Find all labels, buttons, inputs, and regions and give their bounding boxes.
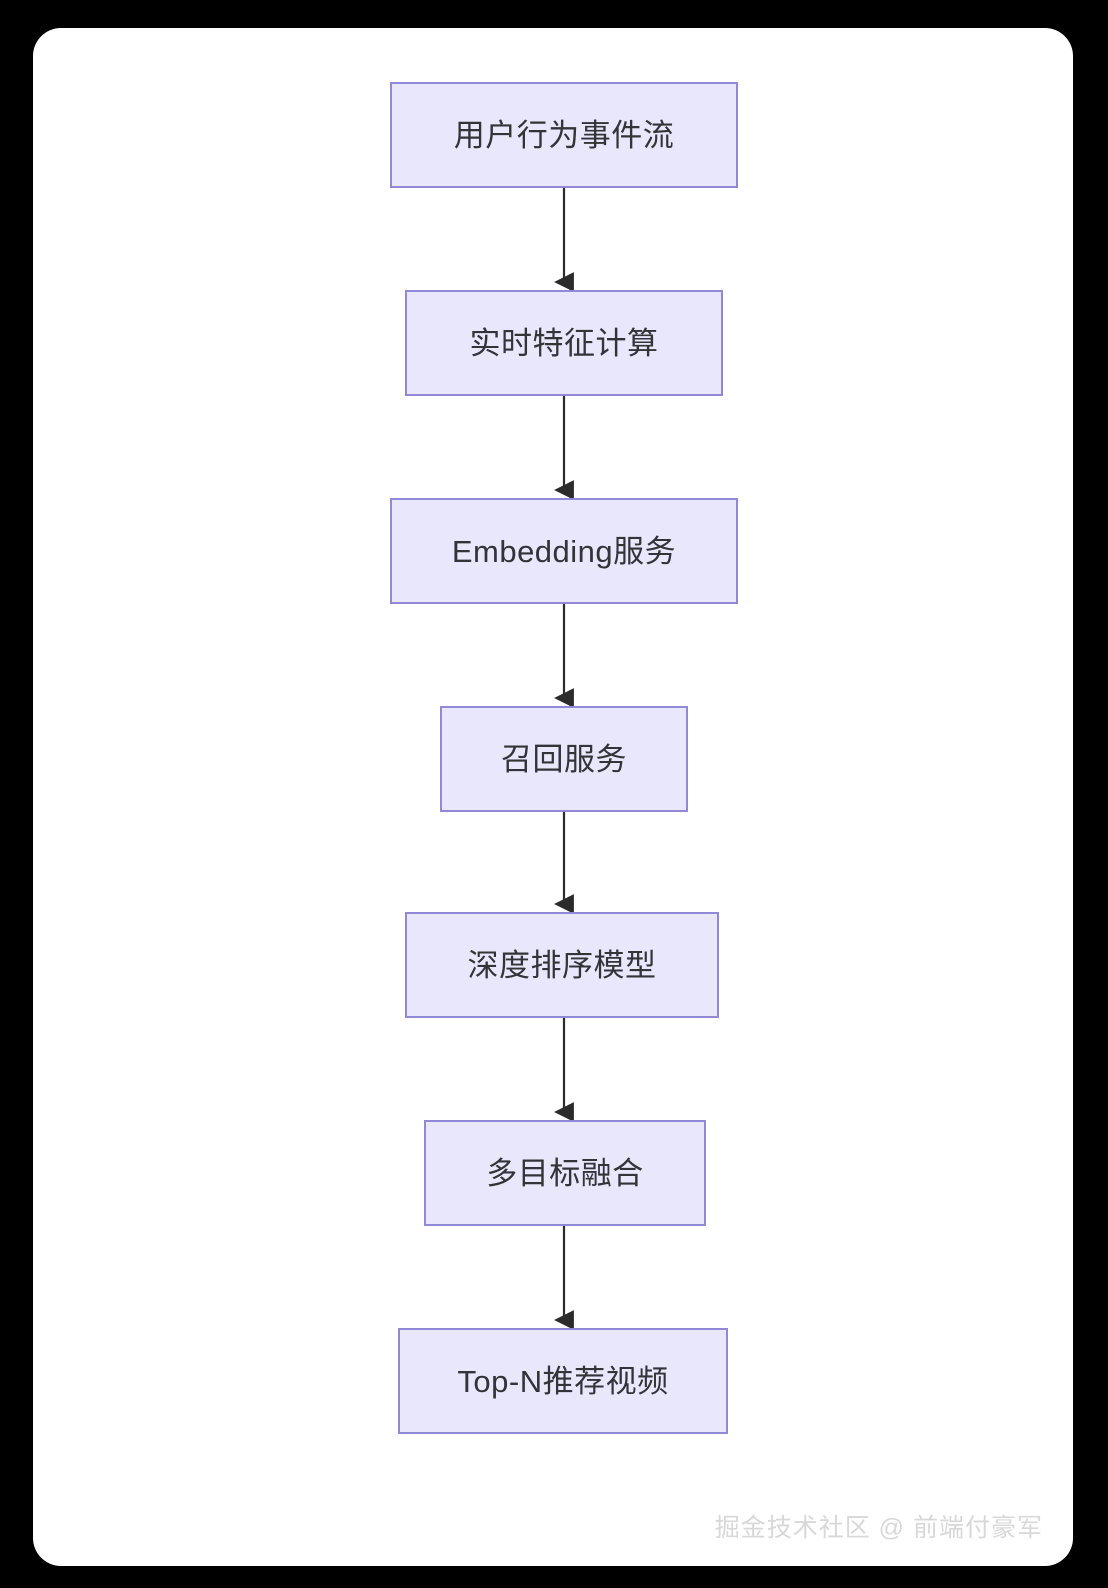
flow-node-topn-recommended-videos[interactable]: Top-N推荐视频 <box>398 1328 728 1434</box>
flow-node-label: 召回服务 <box>501 741 627 777</box>
watermark: 掘金技术社区 @ 前端付豪军 <box>714 1514 1043 1542</box>
flow-node-user-behavior-event-stream[interactable]: 用户行为事件流 <box>390 82 738 188</box>
flow-node-embedding-service[interactable]: Embedding服务 <box>390 498 738 604</box>
flow-node-label: 多目标融合 <box>486 1155 644 1191</box>
flow-node-label: 用户行为事件流 <box>453 117 675 153</box>
flow-node-label: 深度排序模型 <box>467 947 657 983</box>
flow-node-label: Top-N推荐视频 <box>457 1363 669 1399</box>
flow-node-deep-ranking-model[interactable]: 深度排序模型 <box>405 912 719 1018</box>
flow-node-label: 实时特征计算 <box>469 325 659 361</box>
flow-node-multi-objective-fusion[interactable]: 多目标融合 <box>424 1120 706 1226</box>
flow-node-realtime-feature-compute[interactable]: 实时特征计算 <box>405 290 723 396</box>
flowchart-canvas: 用户行为事件流 实时特征计算 Embedding服务 召回服务 深度排序模型 多… <box>33 28 1073 1566</box>
flow-node-recall-service[interactable]: 召回服务 <box>440 706 688 812</box>
flow-node-label: Embedding服务 <box>451 533 677 569</box>
diagram-card: 用户行为事件流 实时特征计算 Embedding服务 召回服务 深度排序模型 多… <box>33 28 1073 1566</box>
